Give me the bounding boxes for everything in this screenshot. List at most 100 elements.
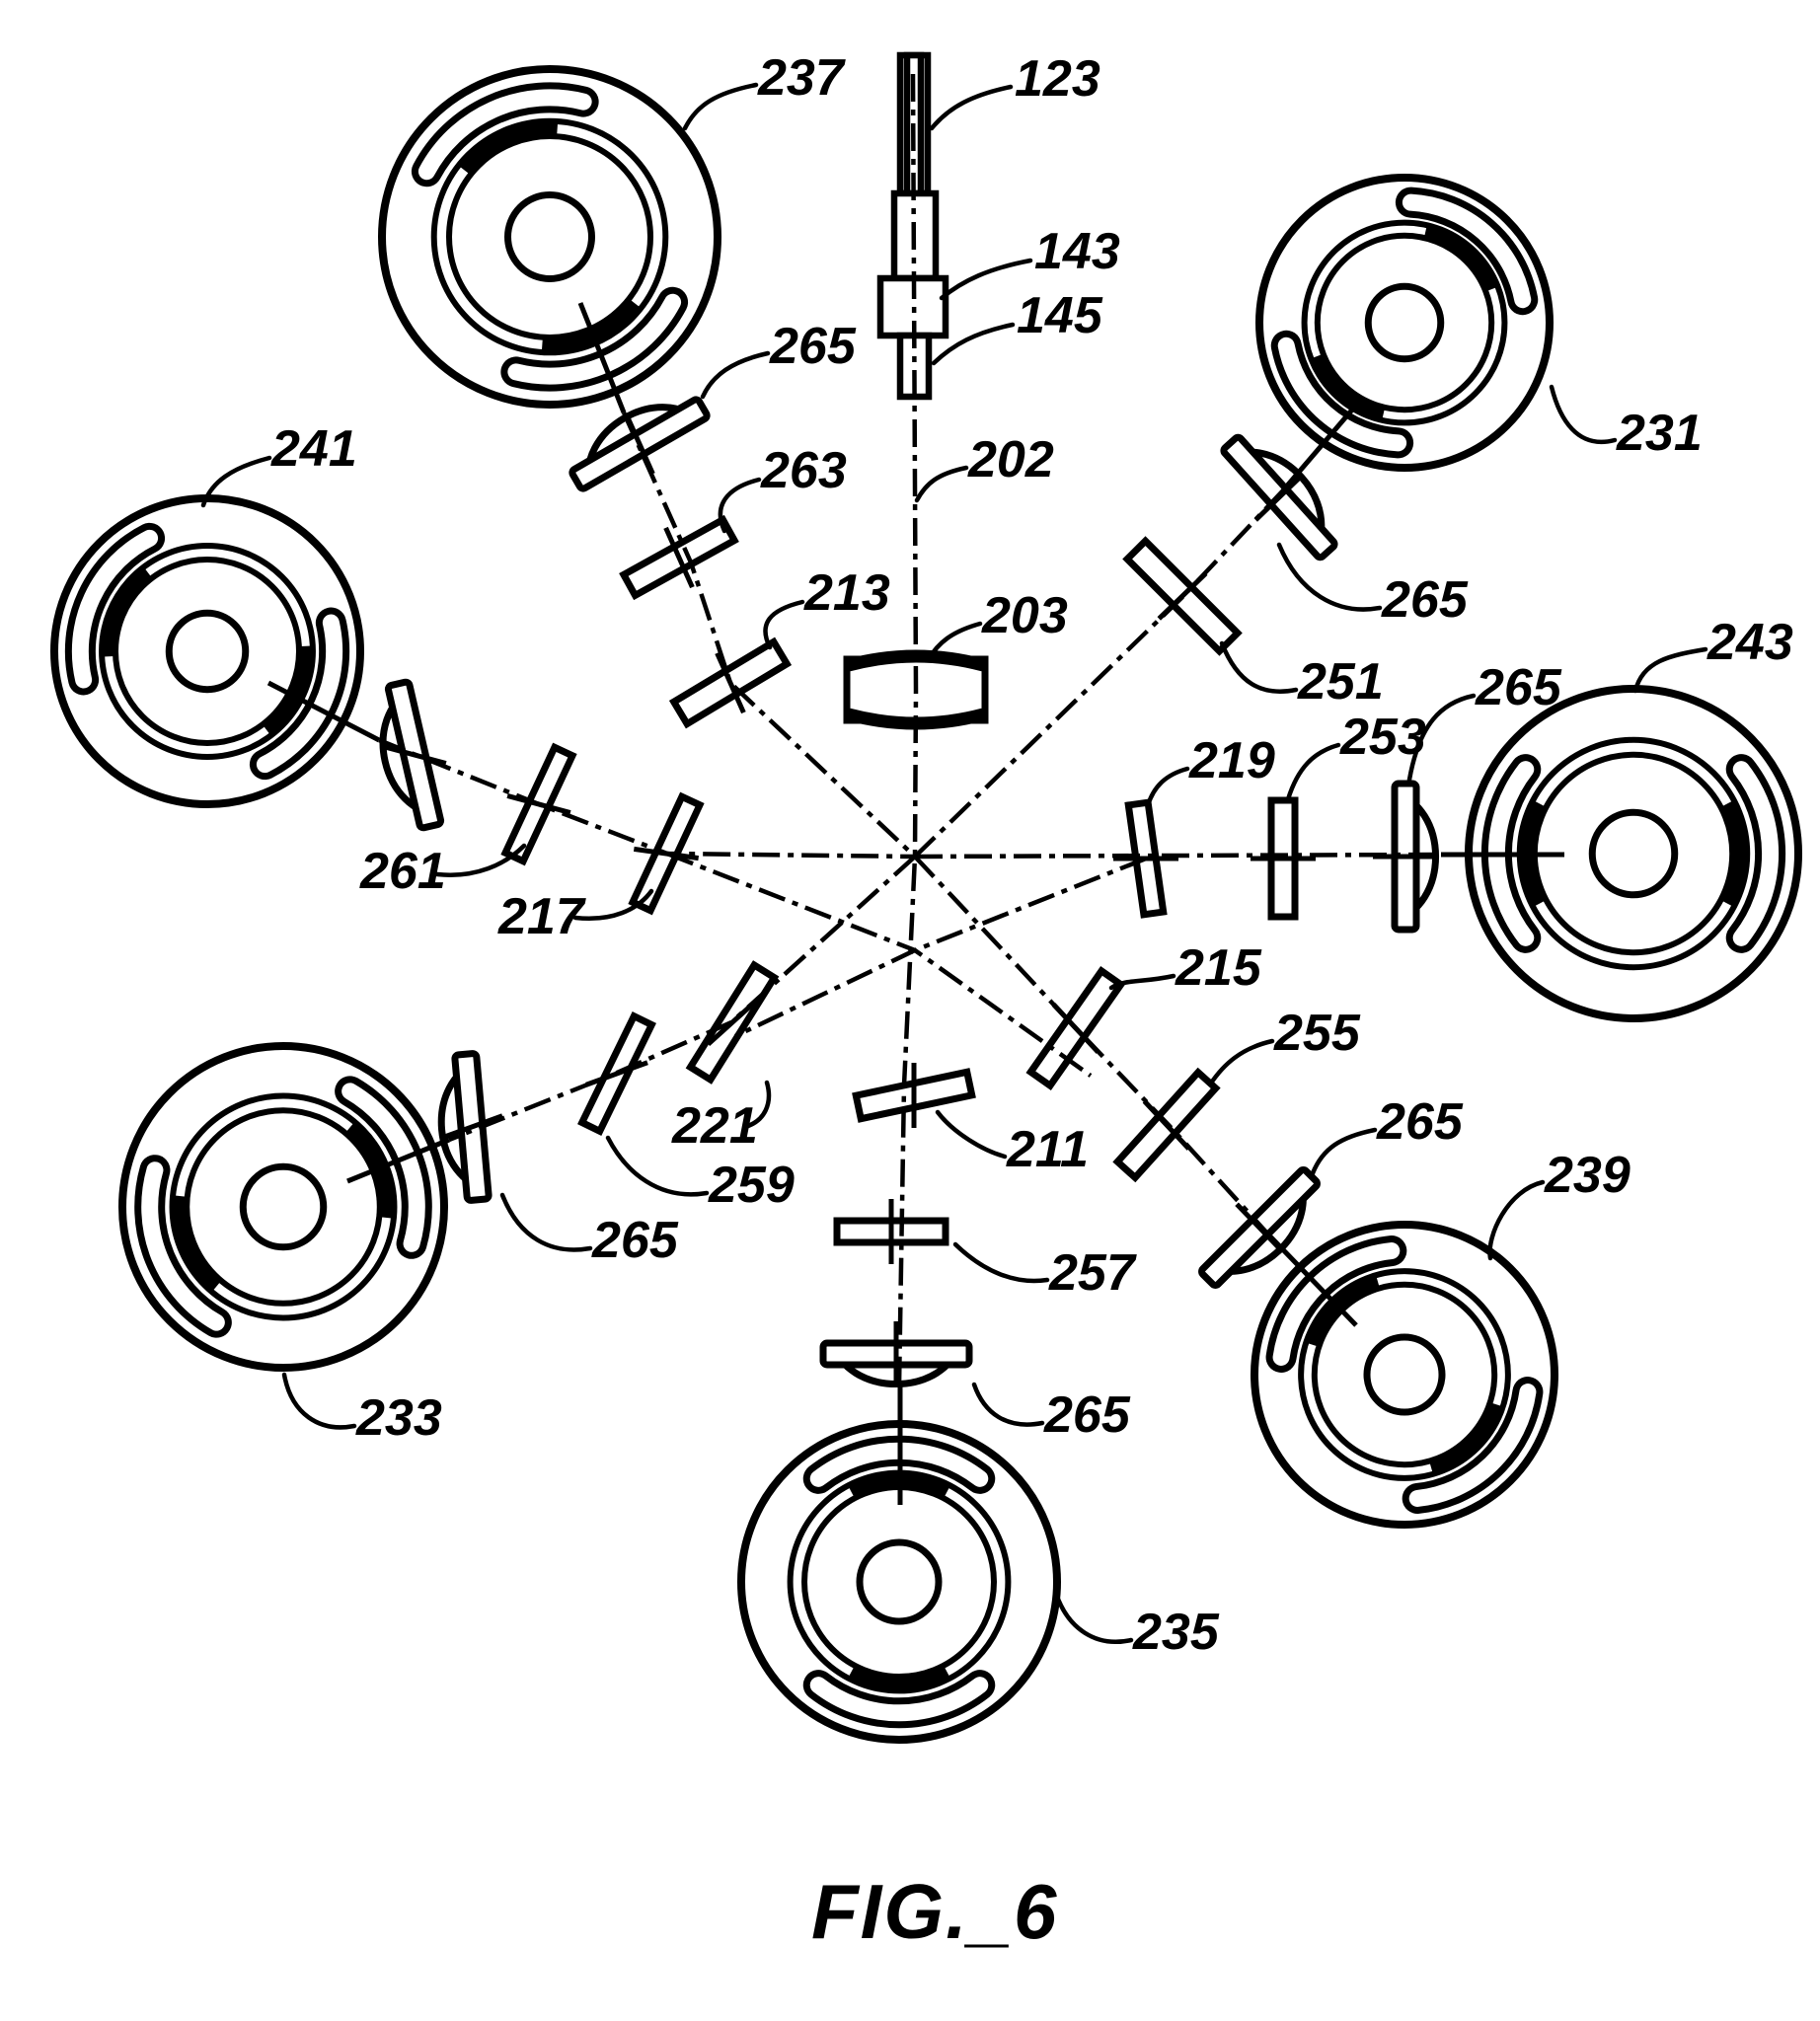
ref-label-259: 259 bbox=[708, 1157, 795, 1214]
axis-tick-251 bbox=[1157, 571, 1208, 621]
optical-axis-beam-233 bbox=[448, 855, 917, 1143]
axis-tick-265-239 bbox=[1235, 1202, 1284, 1253]
leader-265-231 bbox=[1276, 542, 1383, 612]
axis-tick-265-241 bbox=[382, 744, 447, 766]
spool-slot-shadow-arc bbox=[1429, 1402, 1505, 1476]
leader-265-top bbox=[700, 350, 771, 400]
ref-label-251: 251 bbox=[1297, 653, 1384, 711]
ref-label-233: 233 bbox=[355, 1389, 442, 1447]
ref-label-241: 241 bbox=[270, 420, 357, 478]
ref-label-203: 203 bbox=[981, 587, 1068, 644]
spool-hub-hole bbox=[1588, 808, 1679, 899]
ref-label-257: 257 bbox=[1048, 1244, 1137, 1302]
spool-slot-shadow-arc bbox=[100, 565, 152, 657]
leader-221 bbox=[742, 1080, 772, 1130]
leader-265-239 bbox=[1310, 1127, 1378, 1176]
spool-ring-inner bbox=[184, 1107, 383, 1307]
ref-label-243: 243 bbox=[1706, 614, 1793, 671]
spool-ring-inner bbox=[113, 557, 302, 746]
spool-235 bbox=[737, 1420, 1061, 1744]
spool-slot-window bbox=[809, 1677, 989, 1722]
spool-slot-window bbox=[256, 614, 343, 774]
leader-239 bbox=[1487, 1179, 1546, 1261]
spool-ring-outer bbox=[1301, 219, 1508, 426]
spool-slot-window bbox=[1277, 337, 1407, 452]
leader-219 bbox=[1145, 766, 1190, 808]
leader-251 bbox=[1219, 640, 1299, 694]
spool-slot-shadow-arc bbox=[1423, 223, 1500, 292]
axis-tick-263 bbox=[663, 526, 695, 589]
axis-tick-265-237 bbox=[624, 412, 655, 476]
leader-265-243 bbox=[1406, 693, 1477, 783]
ref-label-221: 221 bbox=[671, 1097, 758, 1155]
leader-243 bbox=[1632, 646, 1708, 694]
spool-233 bbox=[118, 1042, 448, 1372]
spool-ring-inner bbox=[446, 133, 653, 340]
ref-label-265-231: 265 bbox=[1381, 571, 1469, 629]
ref-label-239: 239 bbox=[1544, 1147, 1630, 1204]
optical-axis-axis-202 bbox=[896, 73, 919, 1387]
ref-label-253: 253 bbox=[1339, 709, 1426, 766]
leader-123 bbox=[929, 84, 1014, 131]
optical-axis-cross-right bbox=[734, 856, 1147, 1039]
ref-label-237: 237 bbox=[757, 49, 846, 107]
spool-slot-shadow-arc bbox=[1309, 353, 1386, 422]
leader-215 bbox=[1108, 973, 1176, 991]
spool-237 bbox=[378, 65, 721, 409]
axis-tick-265-231 bbox=[1253, 473, 1305, 522]
spool-hub-hole bbox=[504, 191, 595, 282]
spool-slot-shadow-arc bbox=[171, 1195, 220, 1294]
spool-ring-outer bbox=[1298, 1268, 1511, 1481]
leader-261 bbox=[434, 843, 527, 877]
leader-233 bbox=[281, 1372, 357, 1430]
ref-label-265-233: 265 bbox=[591, 1212, 679, 1269]
optical-axis-beam-243 bbox=[914, 852, 1442, 860]
ref-label-215: 215 bbox=[1175, 939, 1262, 997]
ref-label-211: 211 bbox=[1006, 1121, 1089, 1178]
ref-label-123: 123 bbox=[1015, 50, 1100, 108]
axis-tick-259 bbox=[585, 1060, 648, 1087]
ref-label-263: 263 bbox=[760, 442, 847, 499]
axis-tick-213 bbox=[715, 651, 746, 714]
leader-237 bbox=[682, 82, 759, 131]
beam-entry-tick-233 bbox=[346, 1137, 450, 1184]
leader-265-233 bbox=[499, 1192, 593, 1252]
ref-label-261: 261 bbox=[359, 843, 446, 900]
leader-217 bbox=[572, 888, 654, 921]
spool-hub-hole bbox=[165, 609, 250, 694]
leader-145 bbox=[931, 322, 1016, 366]
axis-tick-261 bbox=[506, 793, 571, 815]
leader-211 bbox=[935, 1109, 1008, 1160]
spool-243 bbox=[1465, 685, 1802, 1022]
ref-label-255: 255 bbox=[1273, 1005, 1361, 1062]
ref-label-265-235: 265 bbox=[1043, 1386, 1131, 1444]
spool-slot-window bbox=[71, 529, 159, 689]
spool-ring-inner bbox=[1311, 1281, 1498, 1468]
spool-hub-hole bbox=[1364, 282, 1445, 363]
axis-tick-221 bbox=[706, 999, 759, 1046]
beam-entry-tick-237 bbox=[577, 302, 627, 413]
spool-slot-shadow-arc bbox=[1722, 799, 1749, 908]
ref-label-231: 231 bbox=[1616, 405, 1703, 462]
leader-143 bbox=[939, 258, 1033, 301]
leader-257 bbox=[952, 1241, 1050, 1284]
spool-slot-window bbox=[1732, 761, 1780, 946]
spool-slot-window bbox=[1402, 193, 1532, 309]
leader-235 bbox=[1053, 1591, 1134, 1644]
axis-tick-265-233 bbox=[440, 1113, 503, 1141]
spool-slot-window bbox=[417, 89, 592, 181]
spool-231 bbox=[1255, 174, 1554, 472]
leader-231 bbox=[1549, 384, 1618, 444]
leader-202 bbox=[914, 465, 969, 503]
spool-slot-shadow-arc bbox=[847, 1667, 951, 1692]
axis-tick-217 bbox=[633, 846, 700, 861]
figure-caption: FIG._6 bbox=[811, 1868, 1059, 1955]
spool-slot-window bbox=[141, 1161, 225, 1331]
ref-label-219: 219 bbox=[1188, 732, 1275, 789]
beam-entry-tick-239 bbox=[1268, 1235, 1358, 1327]
spool-slot-shadow-arc bbox=[263, 645, 315, 737]
axis-tick-215 bbox=[1051, 1003, 1100, 1054]
ref-label-265-243: 265 bbox=[1475, 659, 1562, 716]
